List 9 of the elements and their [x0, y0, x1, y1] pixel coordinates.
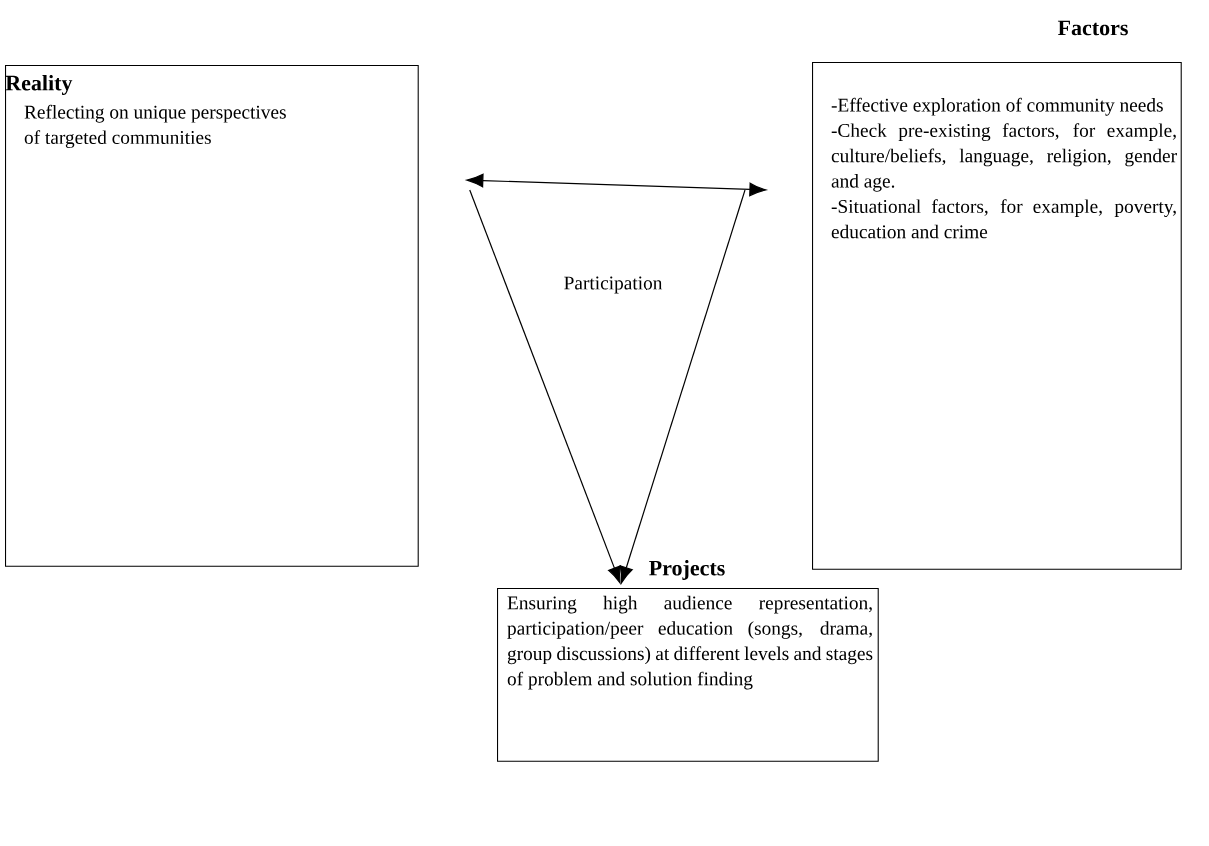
box-heading: Factors — [1057, 20, 1128, 36]
text-box: -Effective exploration of community needs -Check pre-existing factors, for example, culture/beliefs, language, religion, gender and age. -Situational factors, for example, poverty, education and crime — [812, 62, 1182, 570]
arrow — [466, 173, 767, 197]
box-heading: Reality — [5, 75, 73, 95]
box-heading: Projects — [649, 560, 725, 580]
arrow — [619, 189, 746, 584]
center-label: Participation — [564, 276, 663, 294]
text-box: Ensuring high audience representation, participation/peer education (songs, drama, group discussions) at different levels and stages of problem and solution finding — [497, 588, 879, 762]
arrow — [469, 189, 621, 584]
